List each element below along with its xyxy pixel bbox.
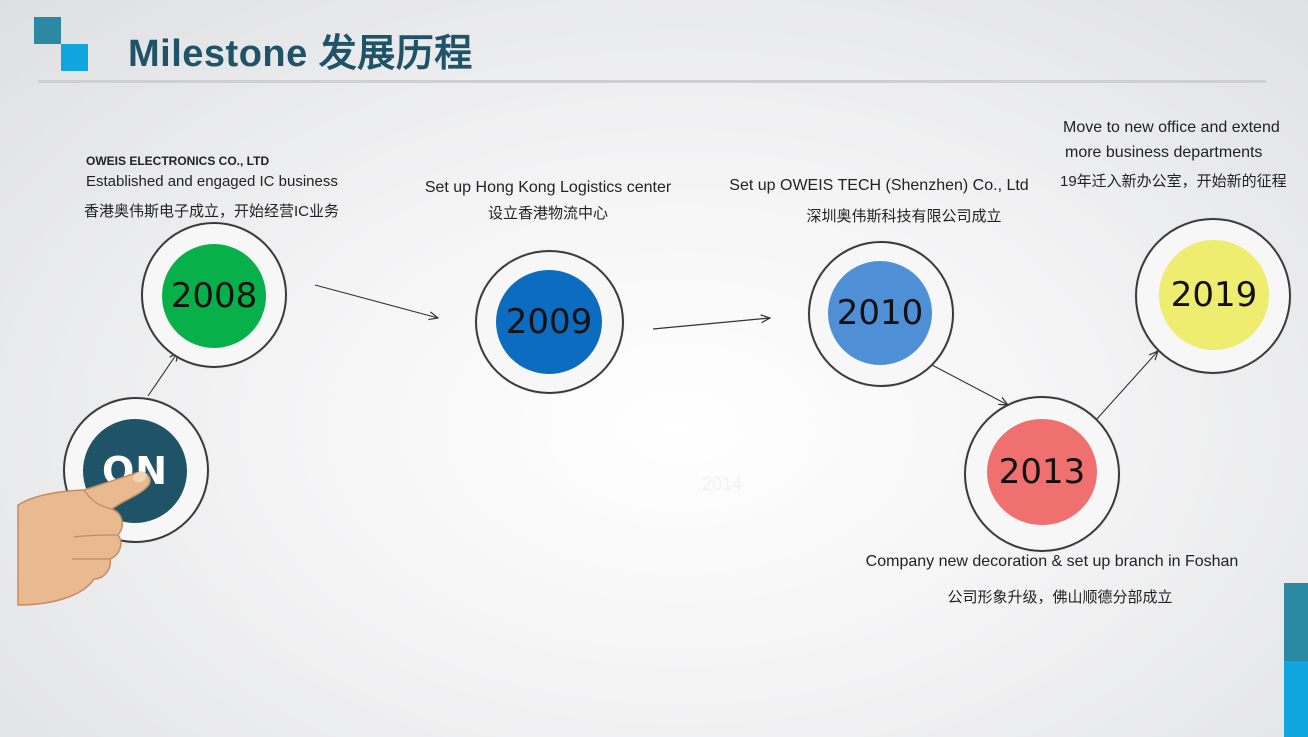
accent-bar-blue: [1284, 661, 1308, 737]
milestone-2013-text-cn: 公司形象升级，佛山顺德分部成立: [947, 589, 1173, 606]
page-title: Milestone 发展历程: [128, 33, 473, 75]
milestone-2019-circle[interactable]: 2019: [1159, 240, 1269, 350]
milestone-2019-text-en-2: more business departments: [1065, 144, 1263, 161]
milestone-2010-circle[interactable]: 2010: [828, 261, 932, 365]
accent-bar-teal: [1284, 583, 1308, 661]
milestone-2009-text-en: Set up Hong Kong Logistics center: [424, 179, 672, 196]
milestone-2009-circle[interactable]: 2009: [496, 270, 602, 374]
milestone-2008-text-en: Established and engaged IC business: [86, 173, 338, 190]
milestone-2009-text-cn: 设立香港物流中心: [487, 205, 609, 222]
year-label: 2008: [170, 276, 258, 316]
logo-squares-icon: [0, 0, 100, 80]
milestone-2013-text-en: Company new decoration & set up branch i…: [865, 553, 1239, 570]
arrow-icon: [652, 318, 770, 330]
title-divider: [38, 80, 1266, 83]
year-label: 2010: [836, 293, 924, 333]
year-label: 2019: [1170, 275, 1258, 315]
milestone-2010-text-cn: 深圳奥伟斯科技有限公司成立: [806, 208, 1002, 225]
milestone-2013-circle[interactable]: 2013: [987, 419, 1097, 525]
arrow-icon: [1095, 351, 1158, 421]
arrow-icon: [314, 284, 438, 318]
milestone-2008-circle[interactable]: 2008: [162, 244, 266, 348]
logo-square-teal: [34, 17, 61, 44]
logo-square-blue: [61, 44, 88, 71]
milestone-2008-company: OWEIS ELECTRONICS CO., LTD: [86, 154, 270, 168]
year-label: 2013: [998, 452, 1086, 492]
milestone-2019-text-cn: 19年迁入新办公室，开始新的征程: [1060, 173, 1287, 190]
milestone-2008-text-cn: 香港奥伟斯电子成立，开始经营IC业务: [84, 203, 340, 220]
milestone-2019-text-en-1: Move to new office and extend: [1063, 119, 1280, 136]
arrow-icon: [931, 364, 1008, 405]
milestone-2010-text-en: Set up OWEIS TECH (Shenzhen) Co., Ltd: [729, 177, 1029, 194]
faint-year-label: 2014: [702, 474, 743, 494]
pointing-hand-icon: [17, 471, 151, 606]
year-label: 2009: [505, 302, 593, 342]
arrow-icon: [147, 352, 178, 397]
